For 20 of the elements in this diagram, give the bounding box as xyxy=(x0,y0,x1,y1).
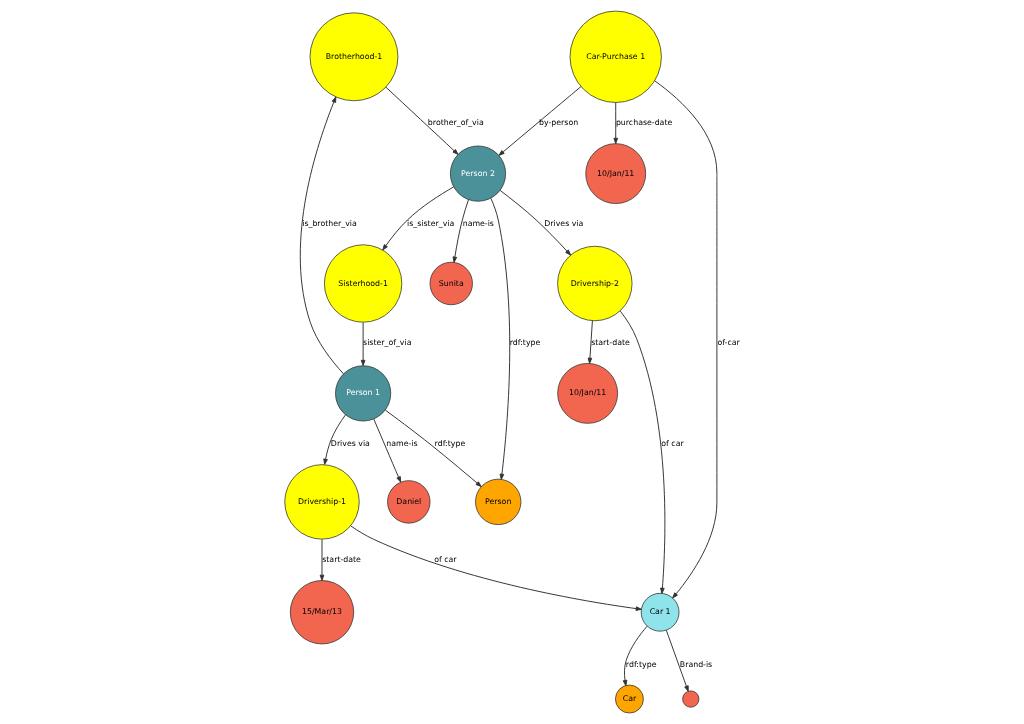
arrow xyxy=(381,186,454,251)
arrow xyxy=(299,96,344,375)
node-circle xyxy=(681,690,699,708)
arrow xyxy=(452,199,469,263)
arrow xyxy=(319,538,324,581)
arrow xyxy=(372,418,401,483)
arrow xyxy=(360,321,365,366)
arrow xyxy=(653,80,717,599)
arrow xyxy=(384,409,482,488)
arrow xyxy=(619,310,665,594)
arrow xyxy=(612,102,618,144)
arrow xyxy=(489,197,510,480)
arrow xyxy=(622,625,648,687)
arrow xyxy=(498,86,581,156)
arrow xyxy=(587,320,593,364)
arrow xyxy=(349,525,642,611)
arrow xyxy=(665,629,689,692)
arrow xyxy=(499,189,571,256)
arrow xyxy=(322,414,346,465)
arrow xyxy=(384,86,458,155)
